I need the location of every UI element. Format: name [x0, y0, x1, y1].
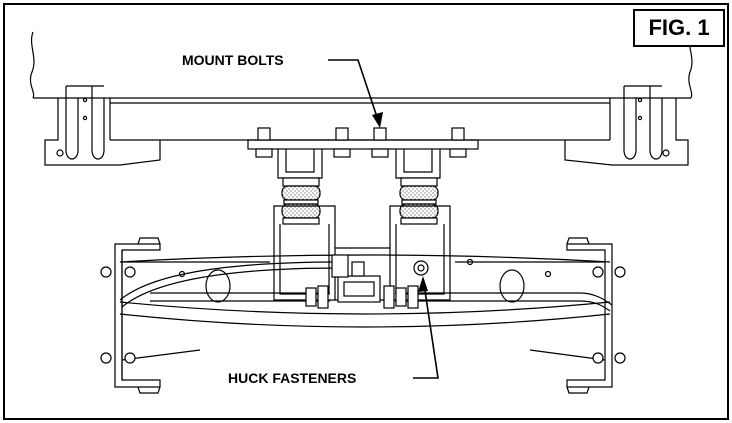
axle-beam — [119, 254, 611, 328]
mount-plate — [247, 139, 479, 179]
mount-bolts — [255, 127, 467, 158]
leveling-valve — [305, 254, 429, 309]
right-hanger-bracket — [564, 85, 689, 166]
figure-label: FIG. 1 — [633, 9, 725, 47]
right-end-bracket — [455, 237, 626, 394]
left-end-bracket — [100, 237, 270, 394]
mount-bolts-label: MOUNT BOLTS — [182, 52, 284, 68]
callout-leaders — [328, 59, 439, 379]
figure-border — [3, 3, 729, 420]
huck-fasteners-label: HUCK FASTENERS — [228, 370, 357, 386]
callout-arrowheads — [372, 112, 428, 292]
air-springs — [281, 177, 439, 225]
left-hanger-bracket — [44, 85, 161, 166]
spring-brackets — [273, 205, 451, 301]
frame-rail — [29, 31, 693, 141]
